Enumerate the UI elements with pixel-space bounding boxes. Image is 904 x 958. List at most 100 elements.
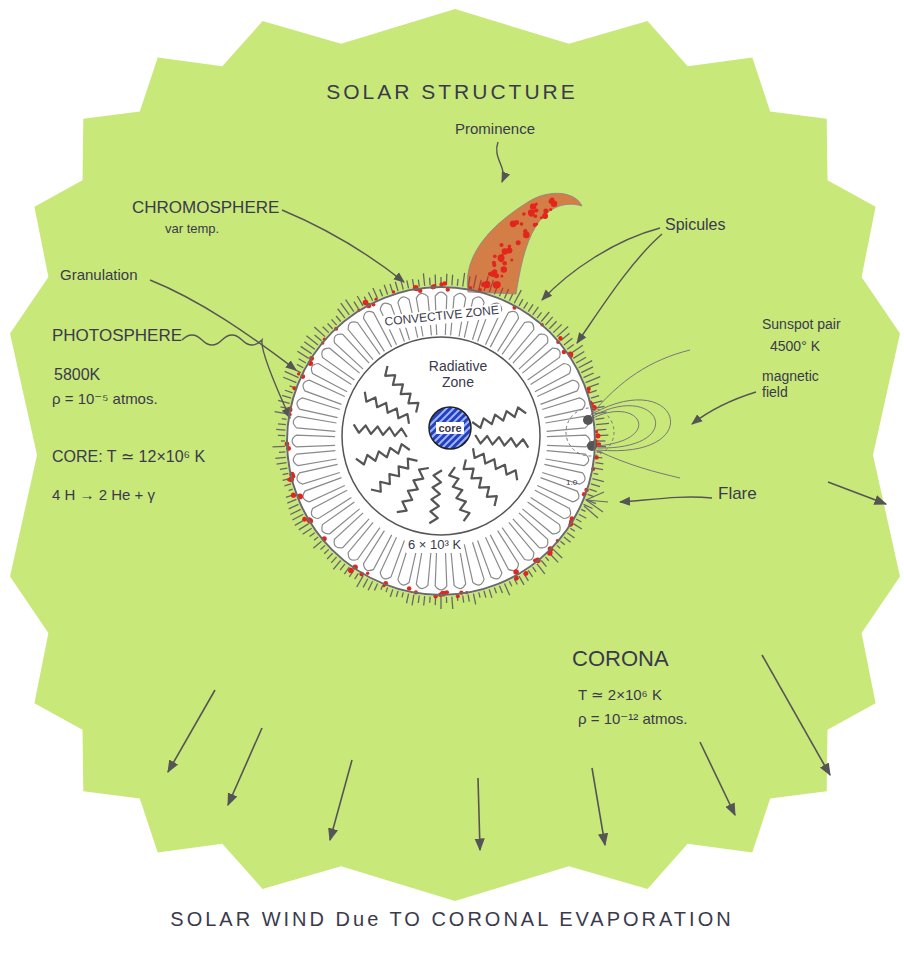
spicule (278, 435, 285, 437)
prominence-dot (542, 213, 548, 219)
convection-cell (522, 348, 560, 380)
text-holder: CORE: T ≃ 12×10⁶ K (52, 448, 205, 466)
prominence-dot (516, 240, 521, 245)
radiation-squiggle (371, 459, 418, 492)
photosphere-temperature: 5800K (54, 366, 100, 384)
convection-cell (546, 416, 589, 431)
red-dot (348, 568, 353, 573)
radiation-squiggle (429, 470, 442, 523)
text-holder: core (436, 422, 463, 435)
text-holder: ρ = 10⁻¹² atmos. (578, 710, 687, 727)
text-holder: CORONA (572, 646, 669, 671)
convection-cell (334, 334, 369, 369)
prominence-dot (551, 201, 558, 208)
text-holder: Sunspot pair (762, 316, 841, 332)
spicule (440, 597, 441, 609)
prominence-dot (502, 261, 507, 266)
prominence-dot (494, 273, 499, 278)
diagram-title: SOLAR STRUCTURE (326, 80, 578, 104)
text-holder: 4 H → 2 He + γ (52, 486, 155, 503)
red-dot (297, 372, 300, 375)
radiation-squiggle (354, 424, 407, 437)
layer-label: PHOTOSPHERE (52, 326, 182, 346)
red-dot (287, 478, 291, 482)
sunspot-label: Sunspot pair (762, 316, 841, 332)
radiative-disc (341, 336, 541, 536)
scale-mark: 1.0 (566, 478, 577, 487)
convection-cell (293, 451, 336, 466)
core-temperature: CORE: T ≃ 12×10⁶ K (52, 448, 205, 466)
convection-cell (334, 513, 369, 548)
prominence-dot (484, 281, 490, 287)
text-holder: ρ = 10⁻⁵ atmos. (52, 390, 158, 407)
hatch-line (468, 406, 512, 450)
radiation-squiggle (397, 468, 429, 512)
convection-cell (303, 478, 345, 502)
radiative-zone: coreRadiative Zone (341, 336, 541, 536)
text-holder: SOLAR WIND Due TO CORONAL EVAPORATION (168, 908, 735, 931)
core-hatch (384, 406, 512, 450)
convection-cell (478, 537, 502, 579)
photosphere-density: ρ = 10⁻⁵ atmos. (52, 390, 158, 407)
hatch-line (384, 406, 428, 450)
radiation-squiggle (464, 460, 497, 507)
convection-cell (348, 522, 380, 560)
prominence-dot (494, 281, 501, 288)
prominence-dot (488, 272, 492, 276)
convection-cell (542, 398, 585, 418)
zone-outline (287, 287, 595, 595)
convection-cell (490, 531, 518, 571)
spicule (281, 440, 285, 441)
prominence-dot (500, 274, 503, 277)
spicule (597, 440, 605, 441)
prominence-dot (535, 222, 538, 225)
corona-outline (10, 9, 900, 901)
convection-cell (364, 531, 392, 571)
field-label: magnetic field (762, 368, 834, 400)
radiation-squiggle (365, 392, 409, 424)
prominence-dot (543, 208, 548, 213)
prominence-dot (523, 229, 527, 233)
text-holder: var temp. (165, 222, 219, 237)
red-dot (407, 586, 411, 590)
hatch-line (461, 406, 505, 450)
corona-temperature: T ≃ 2×10⁶ K (578, 686, 662, 703)
radiation-squiggle (385, 366, 418, 413)
convection-cell (322, 502, 360, 534)
convection-cell (303, 380, 345, 404)
solar-wind-caption: SOLAR WIND Due TO CORONAL EVAPORATION (168, 908, 735, 931)
illustration-part (583, 415, 593, 425)
text-holder: SOLAR STRUCTURE (326, 80, 578, 104)
convection-cell (537, 478, 579, 502)
prominence-dot (493, 254, 497, 258)
layer-label: CHROMOSPHERE (132, 198, 279, 218)
core-outline (429, 407, 471, 449)
convection-cell (435, 547, 447, 590)
convection-cell (292, 435, 335, 447)
prominence-dot (510, 259, 513, 262)
convection-cell (293, 416, 336, 431)
text-holder: Spicules (665, 216, 725, 234)
prominence-dot (492, 261, 496, 265)
layer-note: var temp. (165, 222, 219, 237)
convection-cell (546, 451, 589, 466)
convection-cell (513, 513, 548, 548)
red-dot (595, 433, 600, 438)
zone-name: CONVECTIVE ZONE (382, 304, 501, 330)
prominence-dot (502, 248, 509, 255)
convection-cell (502, 522, 534, 560)
red-dot (443, 281, 447, 285)
red-dot (366, 572, 369, 575)
spicule (446, 597, 448, 603)
flare-label: Flare (718, 484, 757, 504)
text-holder: CHROMOSPHERE (132, 198, 279, 218)
text-holder: CONVECTIVE ZONE (382, 304, 501, 330)
corona-density: ρ = 10⁻¹² atmos. (578, 710, 687, 727)
radiation-squiggle (449, 467, 469, 521)
text-holder: Prominence (455, 120, 535, 137)
radiation-squiggle (473, 448, 517, 480)
